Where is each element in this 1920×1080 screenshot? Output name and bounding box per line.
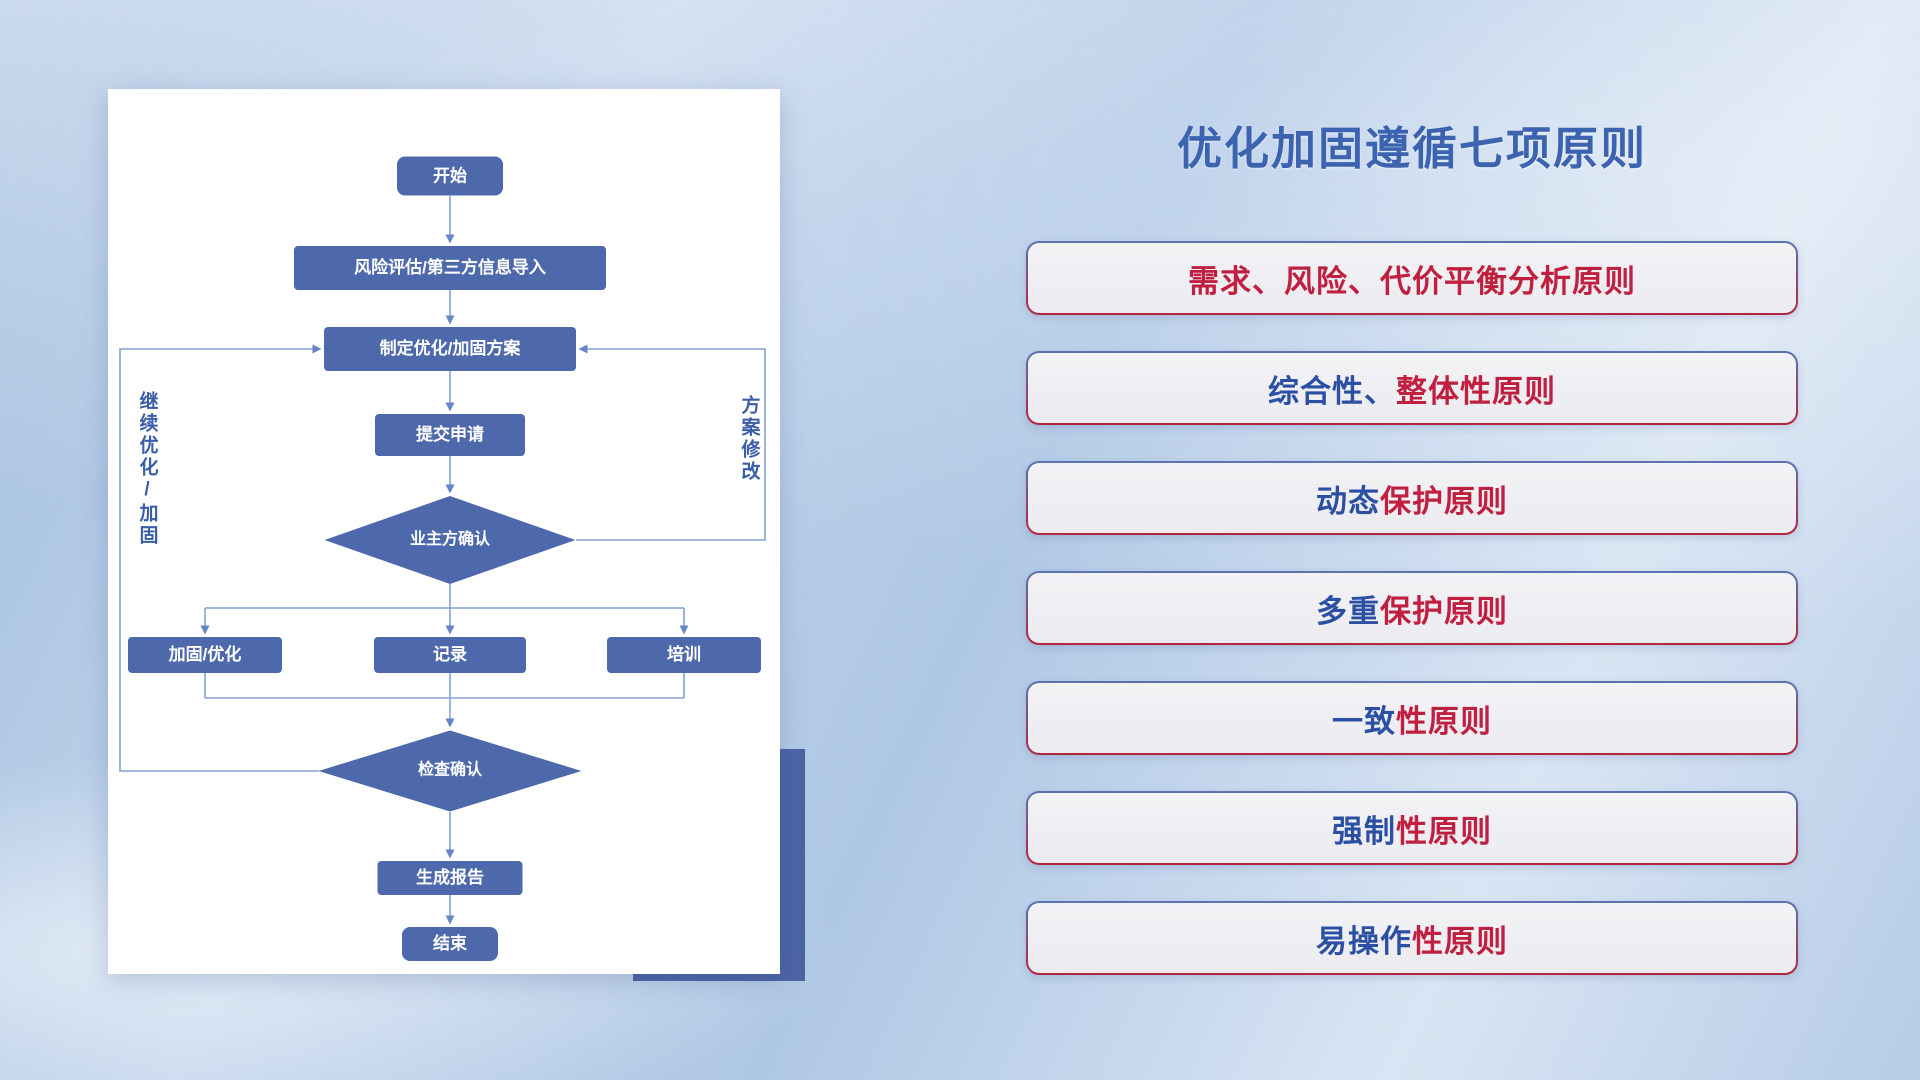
principle-box: 多重保护原则 bbox=[1026, 571, 1798, 645]
flow-node-plan: 制定优化/加固方案 bbox=[324, 327, 576, 371]
page-title: 优化加固遵循七项原则 bbox=[1176, 123, 1647, 174]
principle-text: 综合性、 bbox=[1268, 373, 1396, 409]
principle-box: 动态保护原则 bbox=[1026, 461, 1798, 535]
principle-text: 需求、风险、代价平衡分析原则 bbox=[1188, 263, 1636, 299]
principle-box: 综合性、整体性原则 bbox=[1026, 351, 1798, 425]
flow-node-train: 培训 bbox=[607, 637, 761, 673]
flowchart-connectors bbox=[119, 196, 766, 925]
flow-node-owner: 业主方确认 bbox=[409, 530, 490, 548]
flow-node-start: 开始 bbox=[397, 156, 503, 196]
flow-node-submit: 提交申请 bbox=[375, 414, 525, 456]
principle-text: 性原则 bbox=[1412, 923, 1508, 959]
principle-box: 强制性原则 bbox=[1026, 791, 1798, 865]
principle-text: 性原则 bbox=[1396, 813, 1492, 849]
flowchart-card: 继续优化/加固 方案修改 开始风险评估/第三方信息导入制定优化/加固方案提交申请… bbox=[108, 89, 780, 974]
principle-box: 易操作性原则 bbox=[1026, 901, 1798, 975]
flow-node-risk: 风险评估/第三方信息导入 bbox=[294, 246, 606, 290]
principle-text: 强制 bbox=[1332, 813, 1396, 849]
principle-box: 需求、风险、代价平衡分析原则 bbox=[1026, 241, 1798, 315]
principles-list: 需求、风险、代价平衡分析原则综合性、整体性原则动态保护原则多重保护原则一致性原则… bbox=[1026, 241, 1798, 1011]
principle-text: 性原则 bbox=[1396, 703, 1492, 739]
flowchart: 继续优化/加固 方案修改 开始风险评估/第三方信息导入制定优化/加固方案提交申请… bbox=[108, 89, 780, 974]
principle-text: 整体性原则 bbox=[1396, 373, 1556, 409]
principle-box: 一致性原则 bbox=[1026, 681, 1798, 755]
side-label-plan-modify: 方案修改 bbox=[738, 395, 760, 483]
principle-text: 动态 bbox=[1316, 483, 1380, 519]
principle-text: 保护原则 bbox=[1380, 483, 1508, 519]
flow-node-check: 检查确认 bbox=[417, 761, 482, 779]
flow-node-end: 结束 bbox=[402, 927, 498, 961]
principle-text: 易操作 bbox=[1316, 923, 1412, 959]
principle-text: 多重 bbox=[1316, 593, 1380, 629]
flow-node-report: 生成报告 bbox=[377, 861, 523, 895]
side-label-continue-optimize: 继续优化/加固 bbox=[136, 391, 158, 547]
principle-text: 一致 bbox=[1332, 703, 1396, 739]
flow-node-reinforce: 加固/优化 bbox=[128, 637, 282, 673]
principle-text: 保护原则 bbox=[1380, 593, 1508, 629]
flow-node-record: 记录 bbox=[374, 637, 526, 673]
